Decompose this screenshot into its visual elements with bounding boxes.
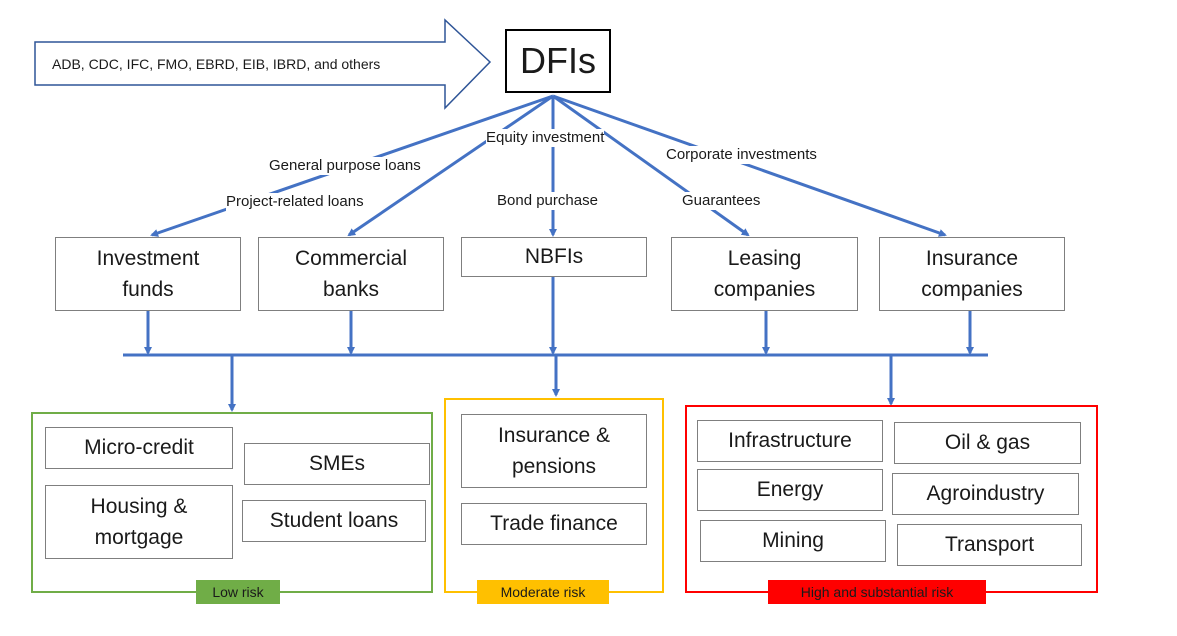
- item-student-loans: Student loans: [242, 500, 426, 542]
- intermediary-investment-funds: Investment funds: [55, 237, 241, 311]
- intermediary-leasing-companies: Leasing companies: [671, 237, 858, 311]
- item-energy: Energy: [697, 469, 883, 511]
- connector-to-insurance-companies: [552, 94, 947, 237]
- sources-arrow: [34, 18, 492, 110]
- item-oil-gas: Oil & gas: [894, 422, 1081, 464]
- item-micro-credit: Micro-credit: [45, 427, 233, 469]
- item-insurance-pensions: Insurance & pensions: [461, 414, 647, 488]
- label-bond-purchase: Bond purchase: [497, 192, 598, 210]
- item-trade-finance: Trade finance: [461, 503, 647, 545]
- bus-connectors: [123, 277, 988, 412]
- item-agroindustry: Agroindustry: [892, 473, 1079, 515]
- connector-to-commercial-banks: [347, 94, 554, 237]
- dfi-node: DFIs: [505, 29, 611, 93]
- item-smes: SMEs: [244, 443, 430, 485]
- label-project-related-loans: Project-related loans: [226, 193, 364, 211]
- item-infrastructure: Infrastructure: [697, 420, 883, 462]
- intermediary-insurance-companies: Insurance companies: [879, 237, 1065, 311]
- connector-to-leasing-companies: [552, 94, 750, 237]
- item-mining: Mining: [700, 520, 886, 562]
- label-corporate-investments: Corporate investments: [666, 146, 817, 164]
- label-equity-investment: Equity investment: [486, 129, 605, 147]
- label-general-purpose-loans: General purpose loans: [269, 157, 421, 175]
- high-risk-badge: High and substantial risk: [768, 580, 986, 604]
- intermediary-commercial-banks: Commercial banks: [258, 237, 444, 311]
- low-risk-badge: Low risk: [196, 580, 280, 604]
- label-guarantees: Guarantees: [682, 192, 761, 210]
- intermediary-nbfis: NBFIs: [461, 237, 647, 277]
- sources-text: ADB, CDC, IFC, FMO, EBRD, EIB, IBRD, and…: [52, 56, 381, 72]
- item-transport: Transport: [897, 524, 1082, 566]
- item-housing-mortgage: Housing & mortgage: [45, 485, 233, 559]
- moderate-risk-badge: Moderate risk: [477, 580, 609, 604]
